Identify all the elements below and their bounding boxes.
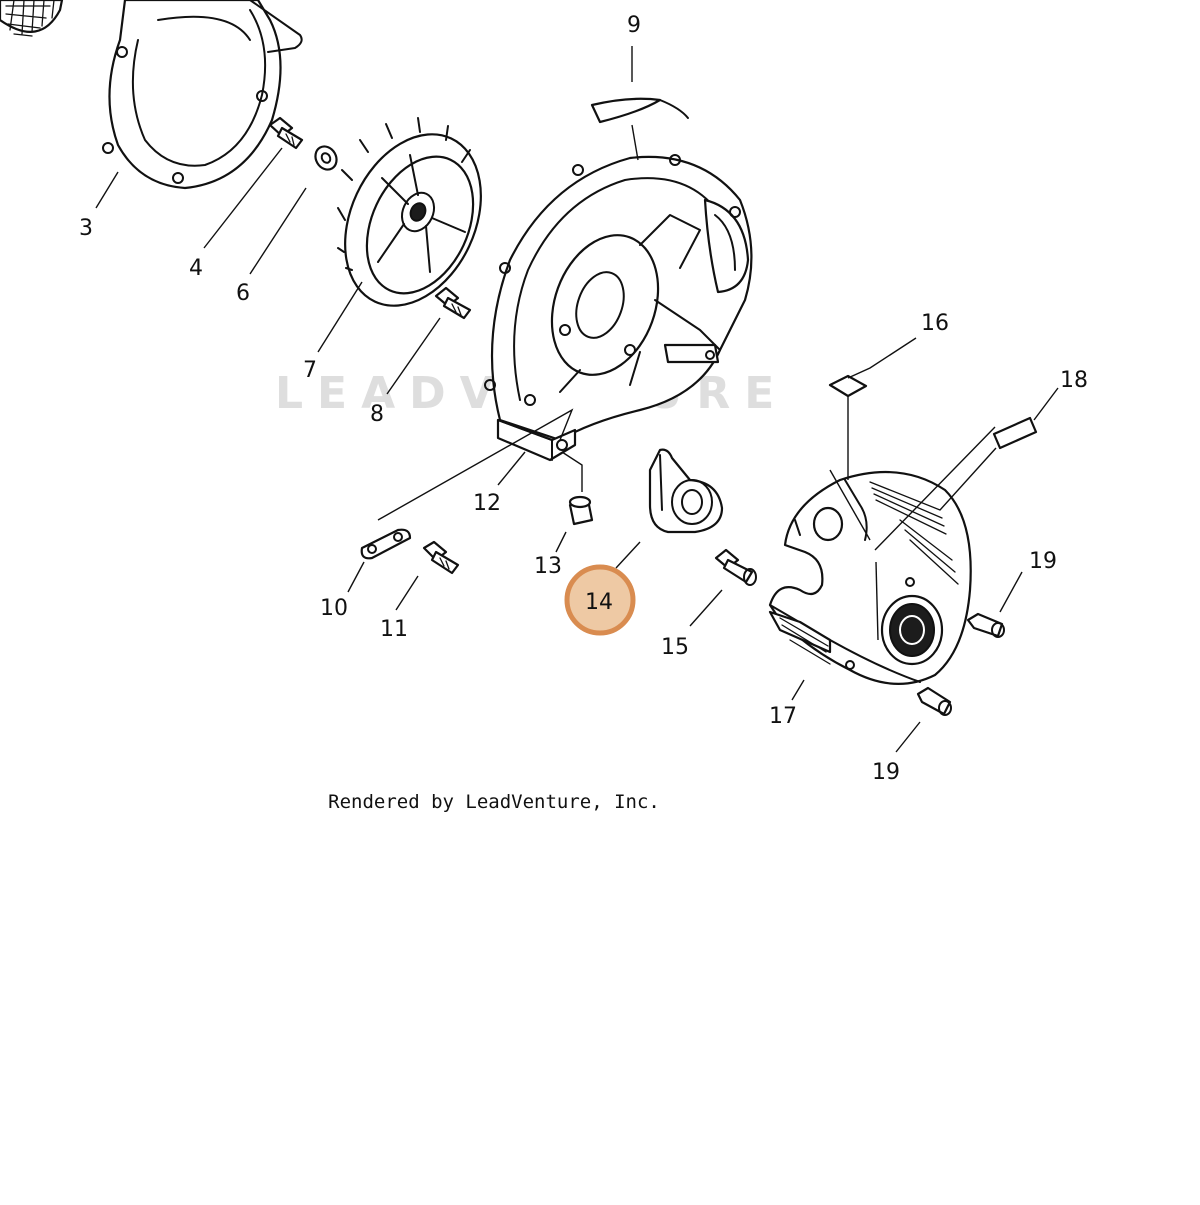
callout-3[interactable]: 3 bbox=[79, 216, 93, 241]
callout-11[interactable]: 11 bbox=[380, 617, 408, 642]
intake-screen-part[interactable] bbox=[0, 0, 64, 37]
bolt-4-part[interactable] bbox=[268, 116, 304, 150]
callout-7[interactable]: 7 bbox=[303, 358, 317, 383]
nut-13-part[interactable] bbox=[568, 495, 594, 526]
callout-14[interactable]: 14 bbox=[585, 590, 613, 615]
bolt-15-part[interactable] bbox=[714, 548, 757, 586]
decal-9-part[interactable] bbox=[590, 97, 689, 124]
callout-16[interactable]: 16 bbox=[921, 311, 949, 336]
washer-6-part[interactable] bbox=[311, 143, 340, 174]
callout-15[interactable]: 15 bbox=[661, 635, 689, 660]
callout-12[interactable]: 12 bbox=[473, 491, 501, 516]
callout-10[interactable]: 10 bbox=[320, 596, 348, 621]
callout-13[interactable]: 13 bbox=[534, 554, 562, 579]
callout-19-upper[interactable]: 19 bbox=[1029, 549, 1057, 574]
callout-14-highlight[interactable] bbox=[564, 564, 636, 636]
bolt-8-part[interactable] bbox=[434, 286, 472, 320]
fan-cover-part[interactable] bbox=[102, 0, 303, 190]
callout-labels: 3 4 6 7 8 9 10 11 12 13 14 15 16 17 18 1… bbox=[79, 13, 1088, 785]
bolt-11-part[interactable] bbox=[422, 540, 460, 575]
callout-9[interactable]: 9 bbox=[627, 13, 641, 38]
plate-10-part[interactable] bbox=[360, 528, 412, 560]
callout-18[interactable]: 18 bbox=[1060, 368, 1088, 393]
callout-19-lower[interactable]: 19 bbox=[872, 760, 900, 785]
callout-8[interactable]: 8 bbox=[370, 402, 384, 427]
callout-6[interactable]: 6 bbox=[236, 281, 250, 306]
bolt-19b-part[interactable] bbox=[916, 686, 952, 716]
engine-cover-17-part[interactable] bbox=[768, 470, 972, 685]
decal-18-part[interactable] bbox=[992, 416, 1038, 450]
deflector-14-part[interactable] bbox=[648, 448, 724, 534]
impeller-7-part[interactable] bbox=[319, 112, 507, 328]
bolt-19a-part[interactable] bbox=[966, 612, 1005, 638]
leader-lines bbox=[95, 46, 1059, 753]
callout-4[interactable]: 4 bbox=[189, 256, 203, 281]
credit-text: Rendered by LeadVenture, Inc. bbox=[328, 791, 660, 813]
blower-housing-part[interactable] bbox=[484, 154, 753, 462]
callout-17[interactable]: 17 bbox=[769, 704, 797, 729]
decal-16-part[interactable] bbox=[828, 374, 868, 398]
